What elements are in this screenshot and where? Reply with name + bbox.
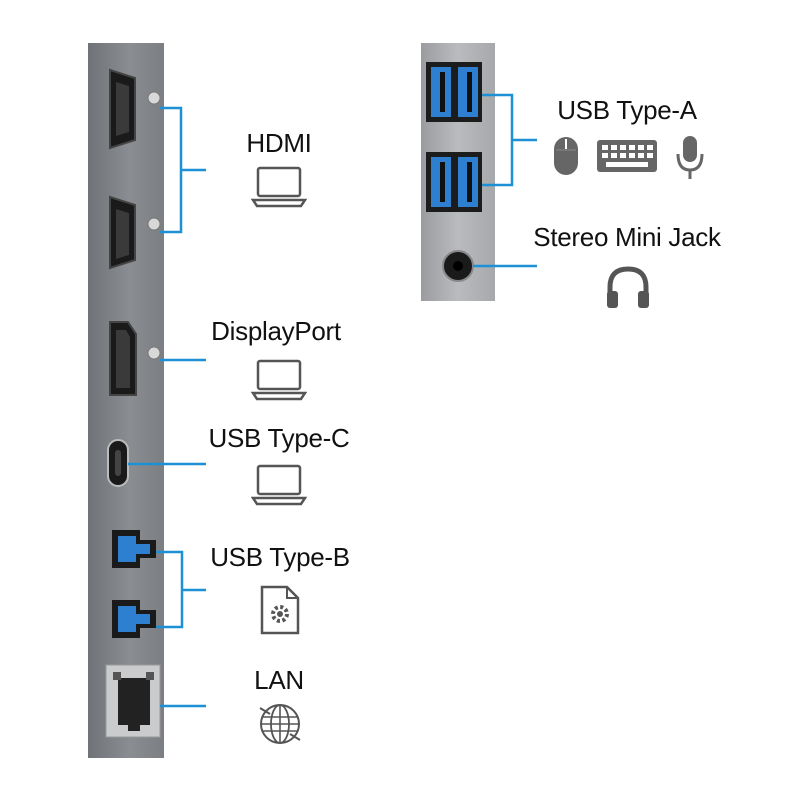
mouse-icon — [554, 137, 578, 175]
laptop-icon — [251, 359, 307, 401]
usb-b-port-2 — [112, 600, 156, 638]
audio-label: Stereo Mini Jack — [533, 222, 721, 252]
hdmi-label: HDMI — [246, 128, 312, 158]
usb-c-port — [107, 439, 129, 487]
usb-a-label: USB Type-A — [557, 95, 697, 125]
settings-document-icon — [260, 585, 300, 635]
lan-label: LAN — [254, 665, 304, 695]
usb-a-port-group-1 — [426, 62, 482, 122]
headphones-icon — [607, 266, 649, 308]
leader-lines — [128, 93, 537, 708]
displayport-port — [109, 321, 137, 396]
microphone-icon — [676, 136, 704, 179]
usb-a-port-group-2 — [426, 152, 482, 212]
panel-screws — [147, 91, 161, 360]
hdmi-port-2 — [109, 195, 136, 270]
lan-port — [105, 664, 161, 738]
usb-b-label: USB Type-B — [210, 542, 350, 572]
hdmi-port-1 — [109, 68, 136, 150]
usb-b-port-1 — [112, 530, 156, 568]
left-port-panel — [88, 43, 164, 758]
laptop-icon — [251, 464, 307, 506]
displayport-label: DisplayPort — [211, 316, 341, 346]
keyboard-icon — [597, 140, 657, 172]
usb-c-label: USB Type-C — [208, 423, 350, 453]
globe-network-icon — [259, 704, 301, 744]
audio-jack-port — [442, 250, 474, 282]
laptop-icon — [251, 166, 307, 208]
